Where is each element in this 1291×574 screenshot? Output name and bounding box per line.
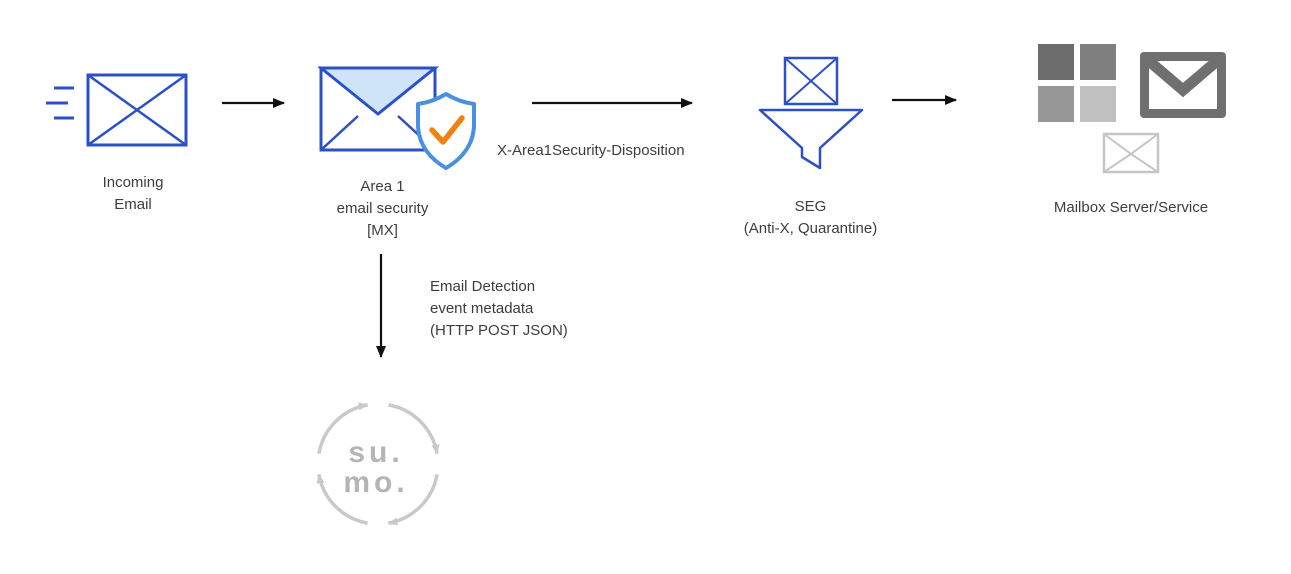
arrow-right-icon bbox=[222, 98, 285, 108]
sumo-text-top: su. bbox=[348, 436, 403, 469]
incoming-email-icon bbox=[46, 73, 188, 147]
shield-check-icon bbox=[416, 92, 476, 170]
circular-arrows-icon bbox=[316, 402, 440, 526]
disposition-edge-label: X-Area1Security-Disposition bbox=[497, 142, 685, 159]
speed-lines-icon bbox=[46, 86, 74, 120]
area1-security-icon bbox=[318, 66, 476, 170]
mail-service-icon bbox=[1140, 52, 1226, 118]
arrow-down-icon bbox=[376, 254, 386, 358]
incoming-email-label: Incoming Email bbox=[102, 174, 164, 213]
metadata-edge-label: Email Detection event metadata (HTTP POS… bbox=[430, 278, 568, 339]
sumo-logic-logo: su. mo. bbox=[316, 402, 440, 526]
microsoft-logo-icon bbox=[1038, 44, 1116, 122]
small-envelope-icon bbox=[1102, 132, 1160, 174]
arrow-right-icon bbox=[532, 98, 693, 108]
seg-icon bbox=[758, 56, 864, 170]
sumo-text-bottom: mo. bbox=[343, 466, 408, 499]
area1-label: Area 1 email security [MX] bbox=[336, 178, 429, 239]
mailbox-label: Mailbox Server/Service bbox=[1053, 199, 1209, 216]
seg-label: SEG (Anti-X, Quarantine) bbox=[743, 198, 878, 237]
arrow-right-icon bbox=[892, 95, 957, 105]
